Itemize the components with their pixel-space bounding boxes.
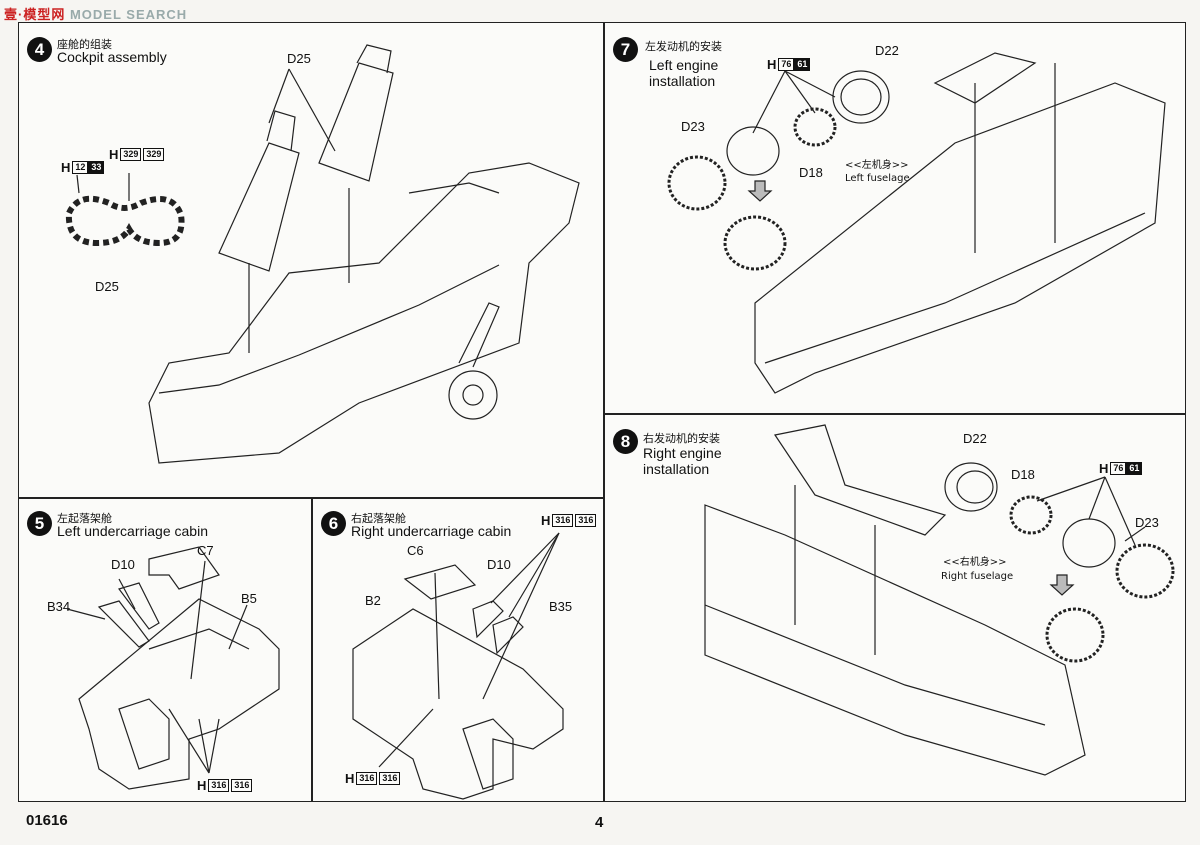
watermark-brand: 壹·模型网 [4, 7, 66, 22]
step-title-en-line1: Right engine [643, 445, 722, 461]
step-6-panel: 6 右起落架舱 Right undercarriage cabin C6 D10… [312, 498, 604, 802]
part-label-d18: D18 [799, 165, 823, 180]
right-engine-drawing [704, 424, 1175, 776]
step-title-zh: 座舱的组装 [57, 38, 112, 51]
part-label-d22: D22 [963, 431, 987, 446]
fuselage-label-en: Left fuselage [845, 173, 910, 184]
step-title-en: Right undercarriage cabin [351, 523, 512, 539]
left-undercarriage-drawing [66, 546, 280, 790]
part-label-d25-top: D25 [287, 51, 311, 66]
step-title-zh: 右起落架舱 [351, 512, 406, 525]
step-5-panel: 5 左起落架舱 Left undercarriage cabin D10 C7 … [18, 498, 312, 802]
step-title-en: Cockpit assembly [57, 49, 167, 65]
part-label-b2: B2 [365, 593, 381, 608]
part-label-b5: B5 [241, 591, 257, 606]
watermark-search: MODEL SEARCH [69, 7, 188, 22]
step-title-zh: 左发动机的安装 [645, 40, 722, 53]
part-label-d10: D10 [487, 557, 511, 572]
step-8-panel: 8 右发动机的安装 Right engine installation D22 … [604, 414, 1186, 802]
step-title-en-line2: installation [649, 73, 716, 89]
step-title-en-line1: Left engine [649, 57, 719, 73]
step-title-zh: 左起落架舱 [57, 512, 112, 525]
fuselage-label-en: Right fuselage [941, 571, 1014, 582]
step-number: 4 [27, 37, 52, 62]
part-label-b35: B35 [549, 599, 573, 614]
fuselage-label-zh: <<左机身>> [845, 160, 909, 171]
right-undercarriage-drawing [352, 532, 564, 800]
step-title-en: Left undercarriage cabin [57, 523, 208, 539]
page-number: 4 [595, 814, 604, 831]
kit-code: 01616 [26, 812, 68, 829]
part-label-d18: D18 [1011, 467, 1035, 482]
part-label-d25-bottom: D25 [95, 279, 119, 294]
cockpit-assembly-drawing [65, 44, 580, 464]
watermark: 壹·模型网 MODEL SEARCH [4, 4, 187, 23]
left-engine-drawing [667, 52, 1166, 394]
step-number: 6 [321, 511, 346, 536]
fuselage-label-zh: <<右机身>> [943, 557, 1007, 568]
step-title-en-line2: installation [643, 461, 710, 477]
step-number: 5 [27, 511, 52, 536]
step-number: 8 [613, 429, 638, 454]
part-label-d23: D23 [1135, 515, 1159, 530]
step-title-zh: 右发动机的安装 [643, 432, 720, 445]
part-label-c6: C6 [407, 543, 424, 558]
part-label-d22: D22 [875, 43, 899, 58]
part-label-d23: D23 [681, 119, 705, 134]
part-label-c7: C7 [197, 543, 214, 558]
part-label-b34: B34 [47, 599, 71, 614]
step-number: 7 [613, 37, 638, 62]
part-label-d10: D10 [111, 557, 135, 572]
